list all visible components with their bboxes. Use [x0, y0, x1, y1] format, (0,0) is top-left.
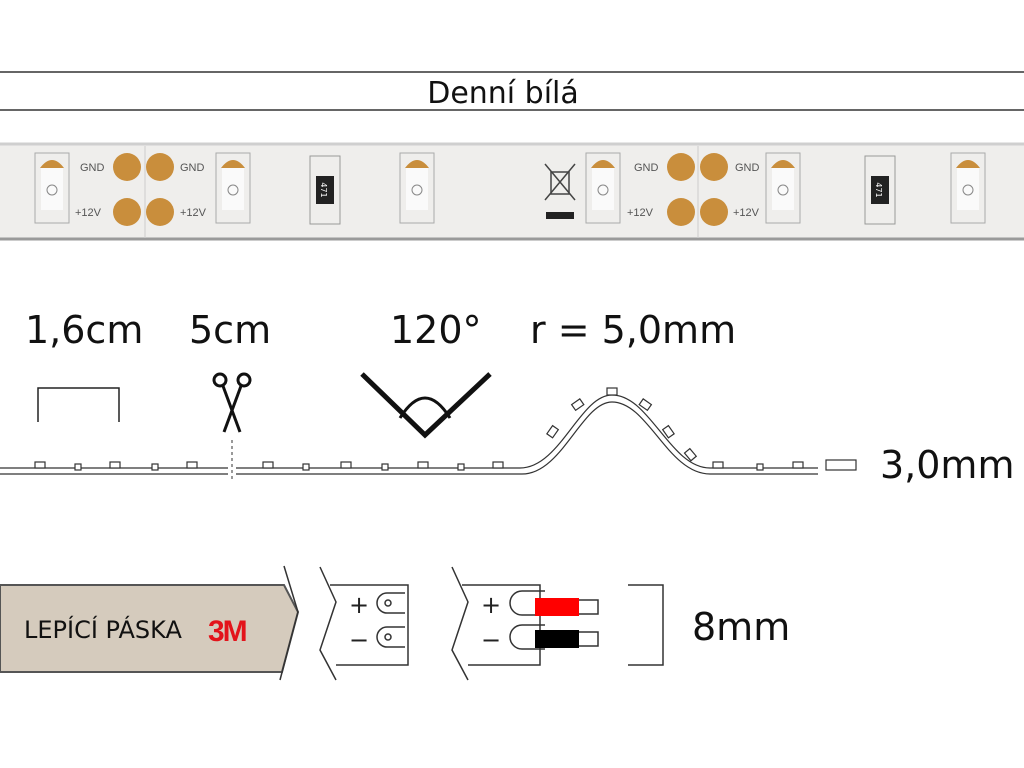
led-strip-photo: GND GND +12V +12V GND GND +12V +12V 471 … — [0, 142, 1024, 241]
smd-chip — [756, 463, 764, 471]
black-wire — [535, 630, 579, 648]
smd-chip — [792, 461, 804, 469]
smd-chip — [340, 461, 352, 469]
resistor: 471 — [864, 155, 896, 225]
page-title: Denní bílá — [427, 76, 579, 111]
width-bracket — [628, 584, 664, 666]
wired-connector — [451, 566, 599, 681]
plus-sign: + — [481, 591, 501, 619]
vplus-label: +12V — [75, 207, 102, 219]
vplus-label: +12V — [733, 207, 760, 219]
minus-sign: − — [481, 626, 501, 654]
smd-led — [765, 152, 801, 224]
smd-chip — [151, 463, 159, 471]
gnd-label: GND — [634, 162, 659, 174]
thickness-label: 3,0mm — [880, 443, 1014, 487]
smd-chip — [381, 463, 389, 471]
gnd-label: GND — [80, 162, 105, 174]
smd-chip — [34, 461, 46, 469]
smd-chip — [74, 463, 82, 471]
svg-text:471: 471 — [874, 182, 883, 197]
smd-chip — [606, 387, 618, 396]
smd-chip — [262, 461, 274, 469]
smd-chip — [661, 424, 675, 439]
smd-led — [34, 152, 70, 224]
bend-radius-label: r = 5,0mm — [530, 308, 736, 352]
svg-text:471: 471 — [319, 182, 328, 197]
smd-chip — [417, 461, 429, 469]
smd-chip — [186, 461, 198, 469]
vplus-label: +12V — [627, 207, 654, 219]
smd-led — [585, 152, 621, 224]
smd-led — [950, 152, 986, 224]
smd-led — [399, 152, 435, 224]
beam-angle-icon — [360, 372, 492, 439]
smd-chip — [457, 463, 465, 471]
gnd-label: GND — [180, 162, 205, 174]
gnd-label: GND — [735, 162, 760, 174]
resistor: 471 — [309, 155, 341, 225]
smd-chip — [712, 461, 724, 469]
cut-segment-label: 1,6cm — [25, 308, 143, 352]
width-label: 8mm — [692, 605, 790, 649]
smd-chip — [109, 461, 121, 469]
plus-sign: + — [349, 591, 369, 619]
tape-label: LEPÍCÍ PÁSKA — [24, 615, 182, 644]
pads-left — [113, 153, 728, 226]
adhesive-tape: LEPÍCÍ PÁSKA 3M — [0, 565, 300, 681]
smd-chip — [570, 398, 585, 412]
minus-sign: − — [349, 626, 369, 654]
red-wire — [535, 598, 579, 616]
smd-chip — [492, 461, 504, 469]
smd-led — [215, 152, 251, 224]
segment-bracket — [37, 387, 120, 422]
smd-chip — [638, 398, 653, 412]
smd-chip — [302, 463, 310, 471]
smd-chip — [683, 447, 698, 462]
cut-interval-label: 5cm — [189, 308, 271, 352]
brand-3m-logo: 3M — [208, 615, 246, 648]
scissors-icon — [212, 372, 252, 433]
vplus-label: +12V — [180, 207, 207, 219]
smd-chip — [546, 424, 560, 439]
weee-recycle-icon — [544, 163, 576, 219]
solderless-connector — [319, 566, 409, 681]
strip-profile — [0, 387, 857, 475]
beam-angle-label: 120° — [390, 308, 482, 352]
